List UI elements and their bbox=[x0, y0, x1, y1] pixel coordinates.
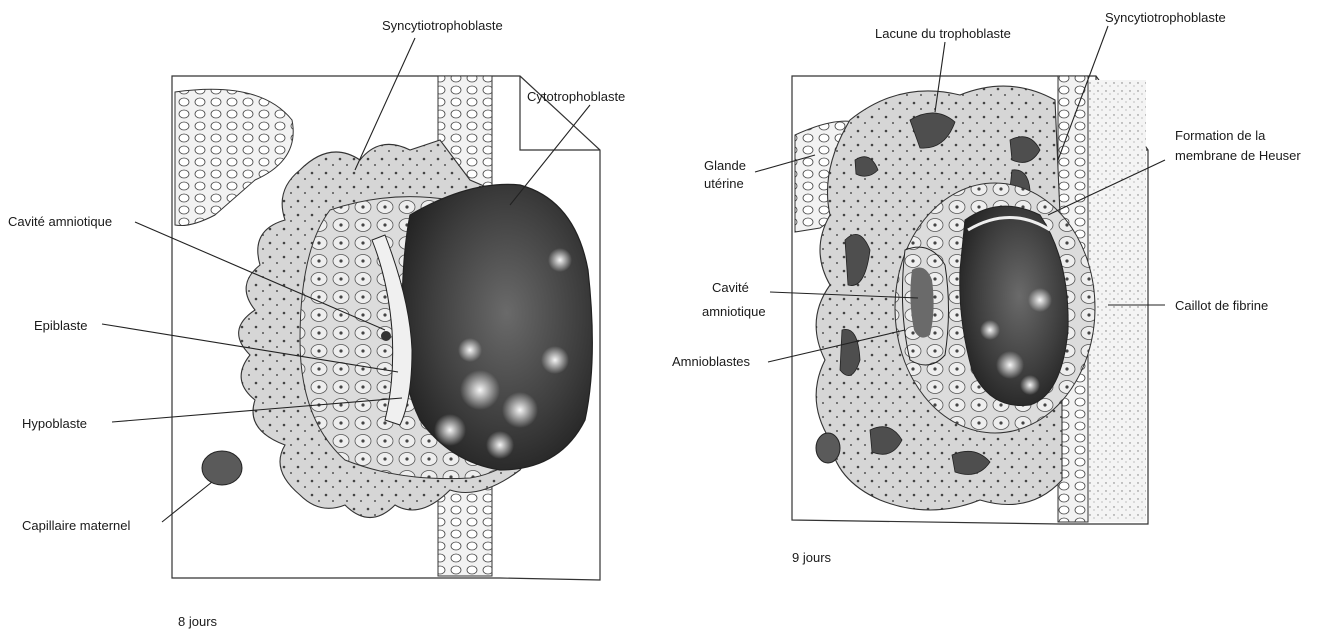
label-caillot-de-fibrine: Caillot de fibrine bbox=[1175, 298, 1268, 313]
caption-8-jours: 8 jours bbox=[178, 614, 218, 629]
label-lacune-trophoblaste: Lacune du trophoblaste bbox=[875, 26, 1011, 41]
label-capillaire-maternel: Capillaire maternel bbox=[22, 518, 130, 533]
label-epiblaste: Epiblaste bbox=[34, 318, 87, 333]
label-cavite-amniotique-line2: amniotique bbox=[702, 304, 766, 319]
left-lead-cytotroph bbox=[510, 105, 590, 205]
left-panel-8-days: Syncytiotrophoblaste Cytotrophoblaste Ca… bbox=[8, 18, 625, 629]
left-uterine-gland bbox=[175, 89, 293, 225]
label-hypoblaste: Hypoblaste bbox=[22, 416, 87, 431]
label-glande-uterine-line1: Glande bbox=[704, 158, 746, 173]
label-cytotrophoblaste: Cytotrophoblaste bbox=[527, 89, 625, 104]
label-cavite-amniotique-line1: Cavité bbox=[712, 280, 749, 295]
left-blastocyst-cavity bbox=[402, 184, 593, 470]
label-cavite-amniotique-left: Cavité amniotique bbox=[8, 214, 112, 229]
label-syncytiotrophoblaste-right: Syncytiotrophoblaste bbox=[1105, 10, 1226, 25]
label-heuser-line1: Formation de la bbox=[1175, 128, 1266, 143]
label-glande-uterine-line2: utérine bbox=[704, 176, 744, 191]
right-maternal-capillary bbox=[816, 433, 840, 463]
left-amniotic-cavity-small bbox=[381, 331, 391, 341]
left-lead-capillaire bbox=[162, 482, 212, 522]
left-maternal-capillary bbox=[202, 451, 242, 485]
label-amnioblastes: Amnioblastes bbox=[672, 354, 751, 369]
caption-9-jours: 9 jours bbox=[792, 550, 832, 565]
label-heuser-line2: membrane de Heuser bbox=[1175, 148, 1301, 163]
right-amniotic-cavity bbox=[910, 268, 933, 338]
label-syncytiotrophoblaste-left: Syncytiotrophoblaste bbox=[382, 18, 503, 33]
right-panel-9-days: Lacune du trophoblaste Syncytiotrophobla… bbox=[672, 10, 1301, 565]
